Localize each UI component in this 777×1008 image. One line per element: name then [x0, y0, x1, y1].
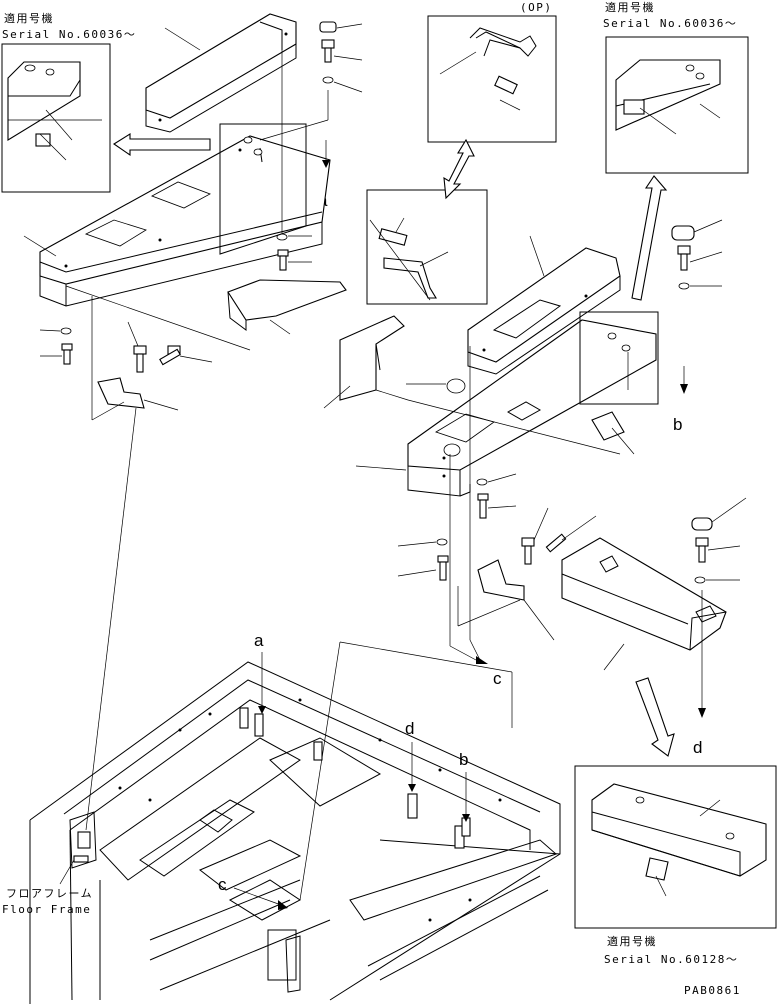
leader-to-frame — [85, 219, 513, 901]
left-console-cover — [145, 13, 297, 133]
right-side-bracket — [339, 315, 405, 401]
right-console-cover — [467, 247, 621, 375]
right-hardware — [436, 225, 713, 584]
ref-letter-c-mid: c — [493, 669, 502, 688]
right-leader-lines — [323, 219, 747, 718]
serial-note-top-left-serial: Serial No.60036～ — [2, 28, 136, 41]
arrow-left-to-detail — [112, 133, 211, 157]
left-hardware — [60, 21, 337, 373]
detail-box-top-right — [605, 36, 749, 174]
ref-letter-d-frame: d — [405, 719, 414, 738]
floor-frame — [29, 652, 561, 1004]
detail-box-bracket — [366, 189, 488, 305]
ref-letter-d-right: d — [693, 738, 702, 757]
serial-note-bottom-right-jp: 適用号機 — [607, 934, 657, 948]
detail-box-option — [427, 15, 557, 143]
serial-note-top-right-jp: 適用号機 — [605, 0, 655, 14]
floor-frame-label-en: Floor Frame — [2, 903, 91, 916]
right-rear-cover — [561, 537, 727, 651]
left-side-cover — [227, 279, 347, 331]
floor-frame-label-jp: フロアフレーム — [6, 887, 93, 900]
option-label: (OP) — [520, 1, 553, 14]
left-console-box — [39, 135, 331, 307]
left-inset-outline — [219, 123, 330, 255]
drawing-code: PAB0861 — [684, 984, 741, 997]
detail-box-top-left — [1, 43, 111, 193]
ref-letter-c-frame: c — [218, 875, 227, 894]
double-arrow-option — [443, 138, 475, 200]
left-leader-lines — [23, 23, 363, 421]
serial-note-top-right-serial: Serial No.60036～ — [603, 17, 737, 30]
right-lower-bracket — [477, 559, 525, 601]
ref-letter-a-frame: a — [254, 631, 264, 650]
left-bracket — [97, 377, 145, 409]
ref-letter-b-frame: b — [459, 750, 468, 769]
detail-box-bottom-right — [574, 765, 777, 929]
arrow-to-top-right-detail — [631, 175, 668, 301]
serial-note-top-left-jp: 適用号機 — [4, 11, 54, 25]
right-inset-outline — [579, 311, 688, 405]
ref-letter-b-right: b — [673, 415, 682, 434]
serial-note-bottom-right-serial: Serial No.60128～ — [604, 953, 738, 966]
right-console-box — [407, 319, 657, 497]
arrow-to-bottom-right-detail — [635, 677, 675, 757]
